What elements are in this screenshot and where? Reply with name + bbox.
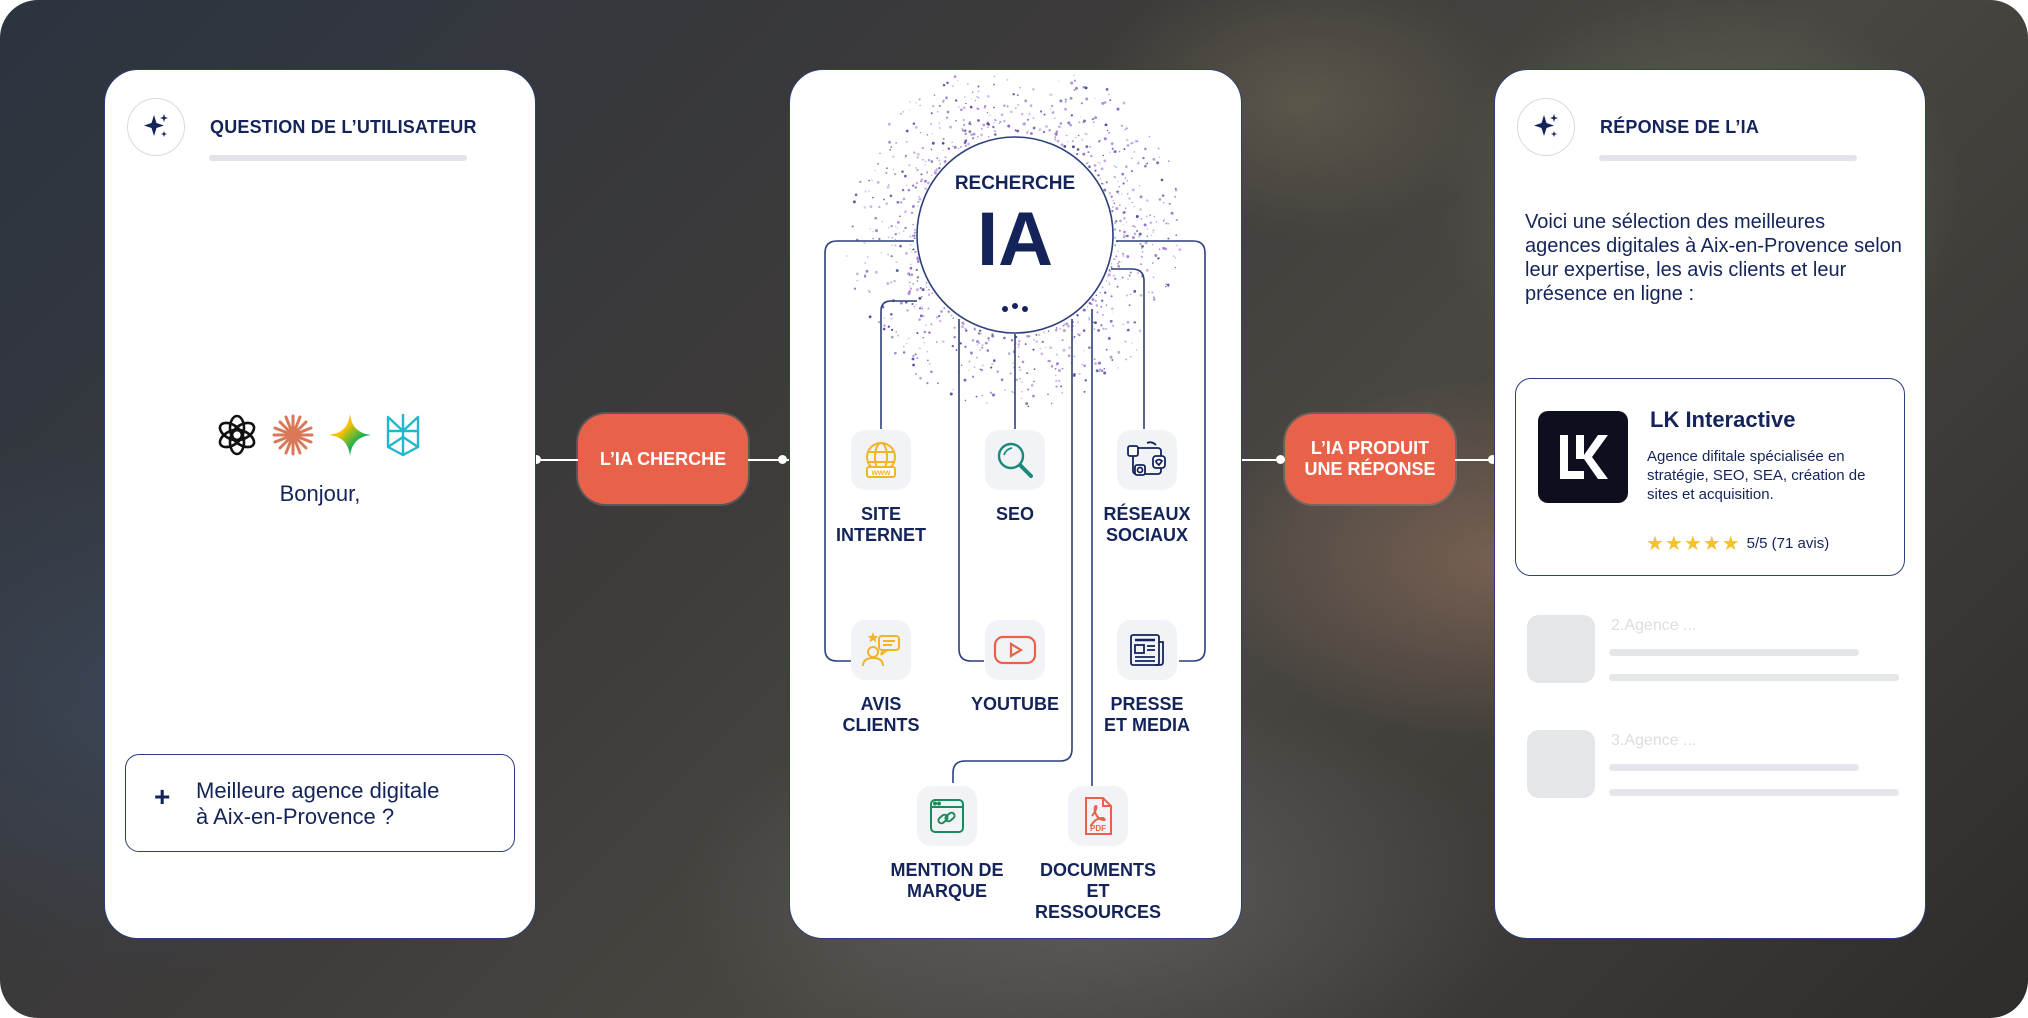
connector-dot bbox=[532, 455, 541, 464]
lk-logo bbox=[1538, 411, 1628, 503]
line-presse bbox=[1115, 239, 1206, 662]
llm-logos bbox=[215, 411, 425, 459]
question-line-2: à Aix-en-Provence ? bbox=[196, 804, 395, 829]
hub-circle bbox=[915, 135, 1114, 334]
ai-answer-pill-line-2: UNE RÉPONSE bbox=[1304, 459, 1436, 479]
placeholder-line bbox=[1609, 649, 1859, 656]
source-seo: SEO bbox=[950, 430, 1080, 525]
result-card-lk-interactive[interactable]: LK Interactive Agence difitale spécialis… bbox=[1515, 378, 1905, 576]
particle-halo bbox=[845, 73, 1181, 407]
placeholder-title: 3.Agence ... bbox=[1611, 732, 1697, 749]
source-label-line-2: ET MEDIA bbox=[1103, 715, 1190, 735]
search-diagram: RECHERCHE IA bbox=[823, 73, 1206, 789]
magnifier-icon bbox=[985, 430, 1045, 490]
connector-dot bbox=[1276, 455, 1285, 464]
svg-text:PDF: PDF bbox=[1090, 824, 1106, 833]
youtube-icon bbox=[985, 620, 1045, 680]
placeholder-thumbnail bbox=[1527, 730, 1595, 798]
greeting-text: Bonjour, bbox=[279, 481, 361, 506]
link-mention-icon bbox=[917, 786, 977, 846]
question-card-title: QUESTION DE L’UTILISATEUR bbox=[210, 117, 477, 137]
connection-lines bbox=[823, 239, 1206, 789]
source-label-line-1: DOCUMENTS bbox=[1040, 860, 1156, 880]
answer-card-title: RÉPONSE DE L’IA bbox=[1600, 117, 1760, 137]
question-line-1: Meilleure agence digitale bbox=[196, 778, 440, 803]
gemini-icon bbox=[329, 414, 371, 456]
social-networks-icon bbox=[1117, 430, 1177, 490]
result-description: Agence difitale spécialisée en stratégie… bbox=[1647, 448, 1866, 503]
placeholder-thumbnail bbox=[1527, 615, 1595, 683]
source-label-line-2: INTERNET bbox=[836, 525, 926, 545]
answer-card: RÉPONSE DE L’IA Voici une sélection des … bbox=[1494, 69, 1926, 939]
perplexity-icon bbox=[386, 414, 420, 457]
source-youtube: YOUTUBE bbox=[950, 620, 1080, 715]
title-underline bbox=[1599, 155, 1857, 161]
rating-text: 5/5 (71 avis) bbox=[1746, 535, 1830, 552]
source-label-line-1: SITE bbox=[860, 504, 901, 524]
chatgpt-icon bbox=[218, 414, 256, 456]
source-label-line-1: SEO bbox=[995, 504, 1034, 524]
source-label-line-2: CLIENTS bbox=[842, 715, 920, 735]
source-label-line-2: ET RESSOURCES bbox=[1034, 881, 1162, 922]
title-underline bbox=[209, 155, 467, 161]
placeholder-line bbox=[1609, 674, 1899, 681]
plus-icon[interactable]: + bbox=[154, 781, 171, 812]
result-name: LK Interactive bbox=[1650, 407, 1796, 432]
placeholder-line bbox=[1609, 764, 1859, 771]
result-rating: ★★★★★ 5/5 (71 avis) bbox=[1646, 531, 1829, 556]
pdf-document-icon: PDF bbox=[1068, 786, 1128, 846]
line-reseaux bbox=[1110, 267, 1145, 429]
source-label-line-1: RÉSEAUX bbox=[1103, 504, 1191, 524]
ai-answer-pill-line-1: L’IA PRODUIT bbox=[1310, 438, 1430, 458]
source-label-line-2: SOCIAUX bbox=[1105, 525, 1188, 545]
newspaper-icon bbox=[1117, 620, 1177, 680]
line-mention bbox=[951, 318, 1073, 783]
line-youtube bbox=[957, 318, 984, 662]
source-label-line-1: PRESSE bbox=[1110, 694, 1184, 714]
source-label-line-1: MENTION DE bbox=[890, 860, 1004, 880]
source-label-line-1: YOUTUBE bbox=[970, 694, 1059, 714]
rating-stars-icon: ★★★★★ bbox=[1646, 533, 1741, 555]
line-site bbox=[879, 299, 917, 429]
connector-dot bbox=[1488, 455, 1497, 464]
source-label-line-1: AVIS bbox=[860, 694, 902, 714]
placeholder-title: 2.Agence ... bbox=[1611, 617, 1697, 634]
globe-www-icon: www bbox=[851, 430, 911, 490]
ai-search-pill: L’IA CHERCHE bbox=[578, 414, 748, 504]
answer-intro-text: Voici une sélection des meilleures agenc… bbox=[1525, 211, 1902, 305]
claude-icon bbox=[272, 414, 314, 456]
hub-small-label: RECHERCHE bbox=[954, 173, 1074, 194]
sparkle-icon bbox=[127, 98, 185, 156]
typing-dots-icon bbox=[1001, 302, 1028, 312]
svg-text:www: www bbox=[871, 468, 891, 477]
connector-dot bbox=[778, 455, 787, 464]
source-label-line-2: MARQUE bbox=[907, 881, 987, 901]
line-avis bbox=[823, 239, 914, 662]
question-input[interactable]: + Meilleure agence digitale à Aix-en-Pro… bbox=[125, 754, 515, 852]
ai-answer-pill: L’IA PRODUIT UNE RÉPONSE bbox=[1285, 414, 1455, 504]
hub-big-label: IA bbox=[977, 197, 1053, 282]
question-text: Meilleure agence digitale à Aix-en-Prove… bbox=[196, 778, 496, 830]
customer-review-icon bbox=[851, 620, 911, 680]
question-card: QUESTION DE L’UTILISATEUR bbox=[104, 69, 536, 939]
placeholder-line bbox=[1609, 789, 1899, 796]
sparkle-icon bbox=[1517, 98, 1575, 156]
